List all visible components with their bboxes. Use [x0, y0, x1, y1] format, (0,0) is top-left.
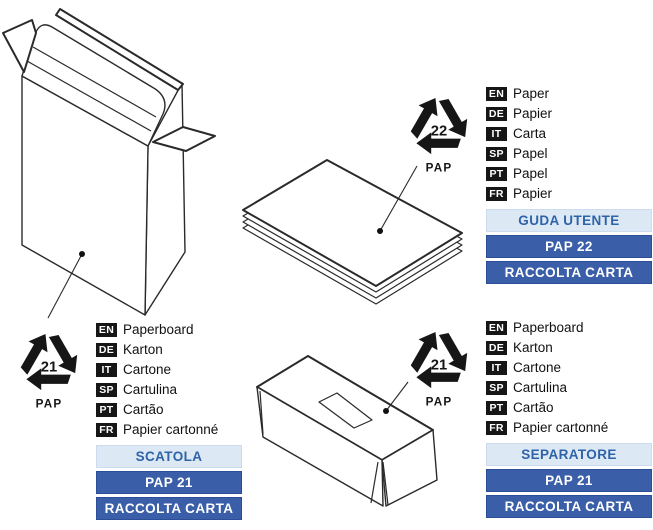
language-row: SP Papel	[486, 144, 652, 164]
language-tag: FR	[486, 187, 507, 201]
language-label: Cartão	[513, 400, 554, 416]
pap-code-bar: PAP 21	[96, 471, 242, 494]
language-row: FR Papier	[486, 184, 652, 204]
language-row: EN Paper	[486, 84, 652, 104]
language-label: Paperboard	[123, 322, 194, 338]
language-tag: SP	[96, 383, 117, 397]
language-row: FR Papier cartonné	[486, 418, 652, 438]
language-list: EN Paperboard DE Karton IT Cartone SP Cartul…	[96, 320, 242, 440]
classification-bars: GUDA UTENTE PAP 22 RACCOLTA CARTA	[486, 209, 652, 284]
language-label: Paper	[513, 86, 550, 102]
language-row: EN Paperboard	[486, 318, 652, 338]
recycle-code: 21	[41, 359, 57, 375]
language-row: SP Cartulina	[96, 380, 242, 400]
language-tag: FR	[486, 421, 507, 435]
mobius-arrows-icon	[410, 331, 468, 389]
language-tag: EN	[486, 87, 507, 101]
language-row: SP Cartulina	[486, 378, 652, 398]
leader-line	[379, 165, 418, 232]
language-tag: PT	[486, 401, 507, 415]
mobius-arrows-icon	[410, 97, 468, 155]
box-illustration	[2, 8, 216, 319]
language-tag: EN	[486, 321, 507, 335]
language-label: Cartulina	[123, 382, 178, 398]
separator-illustration	[256, 355, 438, 507]
info-block-scatola: 21 PAP EN Paperboard DE Karton IT Cartone S…	[10, 320, 242, 520]
user-guide-illustration	[242, 159, 463, 305]
language-label: Cartone	[513, 360, 562, 376]
language-list: EN Paperboard DE Karton IT Cartone SP Cartul…	[486, 318, 652, 438]
recycle-symbol-icon: 21 PAP	[20, 333, 78, 410]
language-row: PT Papel	[486, 164, 652, 184]
language-row: DE Papier	[486, 104, 652, 124]
mobius-arrows-icon	[20, 333, 78, 391]
language-tag: EN	[96, 323, 117, 337]
disposal-bar: RACCOLTA CARTA	[96, 497, 242, 520]
language-label: Karton	[123, 342, 163, 358]
leader-line	[47, 253, 83, 319]
material-code: PAP	[426, 161, 453, 174]
disposal-bar: RACCOLTA CARTA	[486, 495, 652, 518]
language-label: Papier cartonné	[513, 420, 609, 436]
language-label: Carta	[513, 126, 547, 142]
language-tag: PT	[486, 167, 507, 181]
language-row: IT Carta	[486, 124, 652, 144]
recycle-symbol-icon: 21 PAP	[410, 331, 468, 408]
language-label: Cartone	[123, 362, 172, 378]
language-label: Cartão	[123, 402, 164, 418]
recycle-code: 22	[431, 123, 447, 139]
leader-dot	[383, 408, 389, 414]
language-tag: SP	[486, 147, 507, 161]
leader-dot	[79, 251, 85, 257]
language-tag: IT	[486, 361, 507, 375]
recycle-symbol-column: 21 PAP	[10, 320, 88, 520]
language-tag: DE	[486, 341, 507, 355]
info-block-separatore: 21 PAP EN Paperboard DE Karton IT Cartone S…	[400, 318, 652, 518]
language-label: Paperboard	[513, 320, 584, 336]
language-tag: FR	[96, 423, 117, 437]
language-row: PT Cartão	[96, 400, 242, 420]
language-label: Karton	[513, 340, 553, 356]
language-label: Papier	[513, 106, 553, 122]
language-row: IT Cartone	[96, 360, 242, 380]
product-name-bar: SCATOLA	[96, 445, 242, 468]
language-label: Papier	[513, 186, 553, 202]
recycle-symbol-icon: 22 PAP	[410, 97, 468, 174]
language-list: EN Paper DE Papier IT Carta SP Papel PT Papel…	[486, 84, 652, 204]
material-code: PAP	[426, 395, 453, 408]
language-tag: DE	[96, 343, 117, 357]
language-tag: PT	[96, 403, 117, 417]
classification-bars: SEPARATORE PAP 21 RACCOLTA CARTA	[486, 443, 652, 518]
pap-code-bar: PAP 22	[486, 235, 652, 258]
language-tag: SP	[486, 381, 507, 395]
leader-line	[385, 381, 409, 412]
material-code: PAP	[36, 397, 63, 410]
language-tag: IT	[96, 363, 117, 377]
language-label: Papel	[513, 146, 548, 162]
classification-bars: SCATOLA PAP 21 RACCOLTA CARTA	[96, 445, 242, 520]
recycle-symbol-column: 21 PAP	[400, 318, 478, 518]
info-block-guida-utente: 22 PAP EN Paper DE Papier IT Carta SP Papel …	[400, 84, 652, 284]
language-row: PT Cartão	[486, 398, 652, 418]
language-label: Papier cartonné	[123, 422, 219, 438]
language-tag: DE	[486, 107, 507, 121]
language-row: IT Cartone	[486, 358, 652, 378]
product-name-bar: SEPARATORE	[486, 443, 652, 466]
language-label: Cartulina	[513, 380, 568, 396]
recycle-code: 21	[431, 357, 447, 373]
product-name-bar: GUDA UTENTE	[486, 209, 652, 232]
pap-code-bar: PAP 21	[486, 469, 652, 492]
disposal-bar: RACCOLTA CARTA	[486, 261, 652, 284]
language-row: FR Papier cartonné	[96, 420, 242, 440]
language-tag: IT	[486, 127, 507, 141]
language-row: DE Karton	[486, 338, 652, 358]
language-row: DE Karton	[96, 340, 242, 360]
leader-dot	[377, 228, 383, 234]
recycle-symbol-column: 22 PAP	[400, 84, 478, 284]
language-row: EN Paperboard	[96, 320, 242, 340]
language-label: Papel	[513, 166, 548, 182]
